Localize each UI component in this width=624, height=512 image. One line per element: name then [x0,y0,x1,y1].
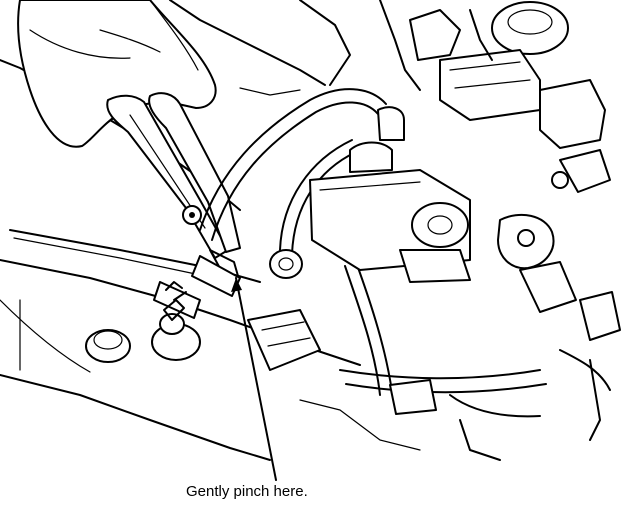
lower-sensor-cluster [247,309,321,371]
right-side-connectors [497,79,621,441]
upper-cover-panel [169,0,351,96]
throttle-body [309,106,471,283]
oil-filler-caps [85,299,201,363]
lower-pipe [299,369,547,461]
callout-leader [231,277,277,481]
distributor-assembly [379,0,569,121]
callout-label: Gently pinch here. [186,483,308,500]
pliers [106,92,241,277]
